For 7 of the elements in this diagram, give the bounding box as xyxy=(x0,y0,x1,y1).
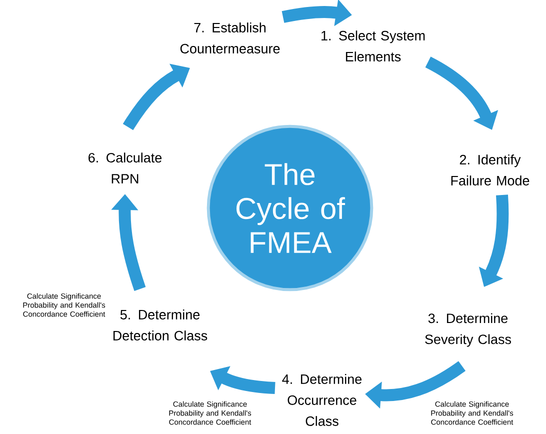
step-label: 5. Determine Detection Class xyxy=(113,310,208,340)
step-label: 1. Select System Elements xyxy=(322,30,425,62)
step-label: 3. Determine Severity Class xyxy=(425,313,511,347)
step-label: 2. Identify Failure Mode xyxy=(451,154,530,186)
step-label: 4. Determine Occurrence Class xyxy=(282,374,362,426)
step-label: 7. Establish Countermeasure xyxy=(180,22,280,54)
step-label: 6. Calculate RPN xyxy=(88,152,162,184)
